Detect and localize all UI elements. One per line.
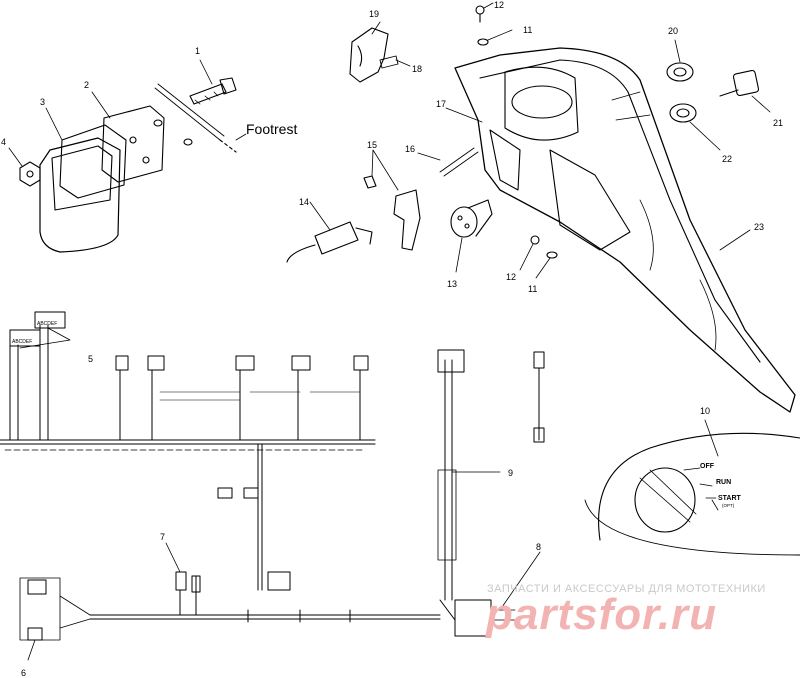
screw-top <box>475 5 489 46</box>
callout-16: 16 <box>405 144 415 154</box>
callout-17: 17 <box>436 99 446 109</box>
wiring-harness <box>0 311 545 641</box>
callout-11-top: 11 <box>523 25 532 35</box>
callout-1: 1 <box>195 46 200 56</box>
fender-body <box>454 47 796 413</box>
callout-4: 4 <box>1 137 6 147</box>
bracket-19 <box>349 27 399 83</box>
callout-12-bottom: 12 <box>506 272 516 282</box>
watermark-logo: partsfor.ru <box>486 590 718 639</box>
ignition-panel <box>584 432 800 556</box>
callout-12-top: 12 <box>494 0 504 10</box>
callout-21: 21 <box>773 118 783 128</box>
callout-19: 19 <box>369 9 379 19</box>
connector-letters-b: ABCDEF <box>37 321 57 327</box>
callout-22: 22 <box>722 154 732 164</box>
callout-2: 2 <box>84 80 89 90</box>
callout-5: 5 <box>88 354 93 364</box>
callout-23: 23 <box>754 222 764 232</box>
switch-off-label: OFF <box>700 463 715 470</box>
callout-7: 7 <box>160 532 165 542</box>
callout-13: 13 <box>447 279 457 289</box>
sensor-14 <box>286 221 373 263</box>
callout-15: 15 <box>367 140 377 150</box>
kill-switch-15 <box>363 175 421 251</box>
callout-14: 14 <box>299 197 309 207</box>
taillight-assembly <box>19 77 237 253</box>
callout-20: 20 <box>668 26 678 36</box>
callout-6: 6 <box>21 668 26 678</box>
callout-10: 10 <box>700 406 710 416</box>
switch-start-label: START <box>718 495 742 502</box>
switch-13 <box>450 199 493 238</box>
connector-letters-a: ABCDEF <box>12 339 32 345</box>
grommets <box>666 62 760 123</box>
callout-18: 18 <box>412 64 422 74</box>
switch-opt-label: (OPT) <box>722 503 735 508</box>
watermark-tagline: ЗАПЧАСТИ И АКСЕССУАРЫ ДЛЯ МОТОТЕХНИКИ <box>487 583 766 595</box>
footrest-label: Footrest <box>246 121 297 137</box>
callout-8: 8 <box>536 542 541 552</box>
leader-lines <box>8 2 771 661</box>
callout-3: 3 <box>40 97 45 107</box>
switch-run-label: RUN <box>716 479 731 486</box>
callout-11-bottom: 11 <box>528 284 537 294</box>
callout-9: 9 <box>508 468 513 478</box>
